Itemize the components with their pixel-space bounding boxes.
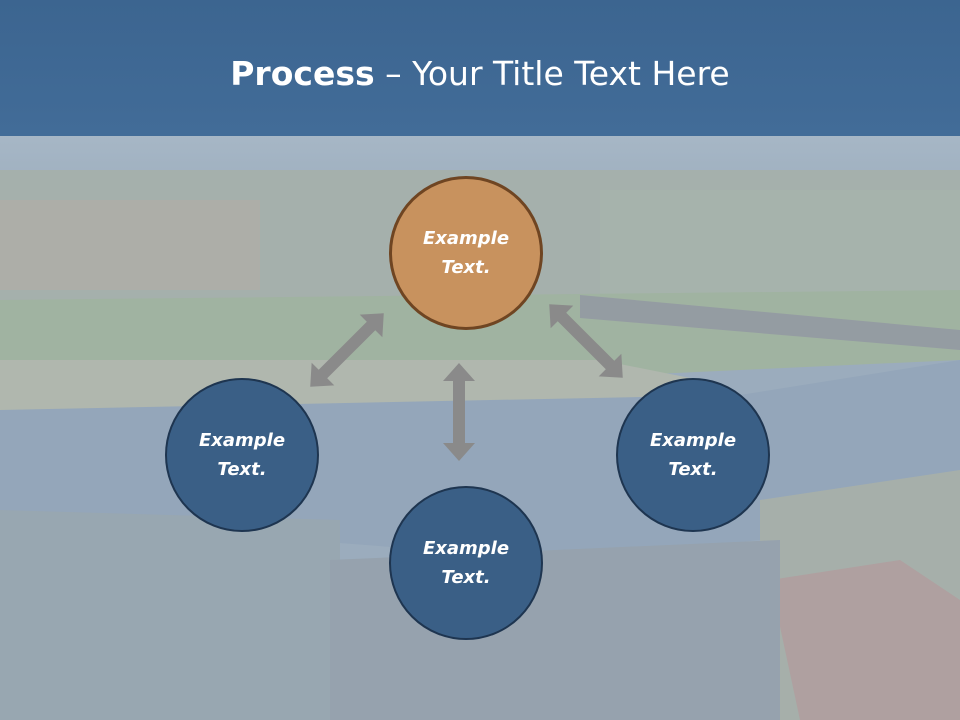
process-node-top[interactable]: Example Text. (389, 176, 543, 330)
title-bold: Process (230, 54, 375, 93)
connector-top-right (549, 304, 623, 378)
connector-top-bottom (443, 363, 475, 461)
process-node-left[interactable]: Example Text. (165, 378, 319, 532)
process-node-right[interactable]: Example Text. (616, 378, 770, 532)
process-node-bottom[interactable]: Example Text. (389, 486, 543, 640)
title-bar (0, 0, 960, 136)
slide-title: Process – Your Title Text Here (0, 52, 960, 96)
connector-top-left (310, 313, 384, 387)
node-label: Example Text. (649, 430, 737, 480)
node-label: Example Text. (422, 228, 510, 278)
node-label: Example Text. (198, 430, 286, 480)
node-label: Example Text. (422, 538, 510, 588)
title-rest: – Your Title Text Here (374, 54, 730, 93)
